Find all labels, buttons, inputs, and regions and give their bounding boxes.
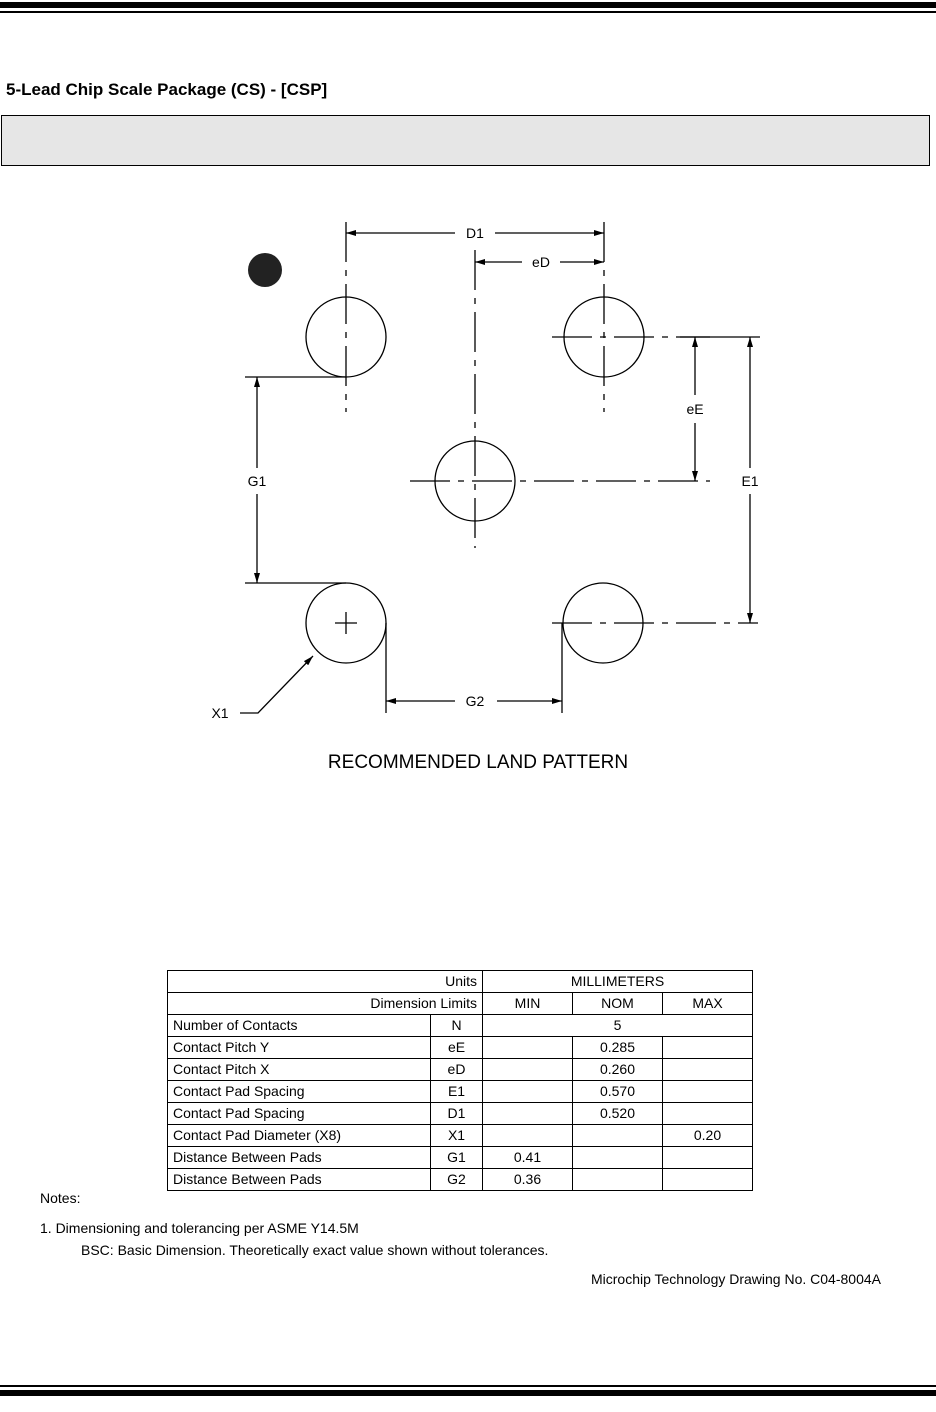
label-eD: eD: [532, 254, 550, 270]
top-rule-thick: [0, 2, 936, 8]
row-nom: [572, 1146, 663, 1169]
dimensions-table: Units MILLIMETERS Dimension Limits MIN N…: [167, 970, 753, 1191]
row-nom: [572, 1124, 663, 1147]
label-G1: G1: [248, 473, 267, 489]
row-nom: 0.260: [572, 1058, 663, 1081]
row-name: Contact Pitch Y: [167, 1036, 431, 1059]
label-D1: D1: [466, 225, 484, 241]
label-E1: E1: [741, 473, 758, 489]
row-sym: D1: [430, 1102, 483, 1125]
page-title: 5-Lead Chip Scale Package (CS) - [CSP]: [6, 80, 328, 99]
table-header-units: Units MILLIMETERS: [167, 970, 753, 993]
row-sym: eD: [430, 1058, 483, 1081]
label-X1: X1: [211, 705, 228, 721]
bottom-rule-thin: [0, 1385, 936, 1387]
row-min: [482, 1080, 573, 1103]
units-label: Units: [167, 970, 483, 993]
limits-label: Dimension Limits: [167, 992, 483, 1015]
table-row: Number of Contacts N 5: [167, 1014, 753, 1037]
label-G2: G2: [466, 693, 485, 709]
note-1: 1. Dimensioning and tolerancing per ASME…: [40, 1220, 359, 1236]
units-value: MILLIMETERS: [482, 970, 753, 993]
col-min: MIN: [482, 992, 573, 1015]
row-name: Distance Between Pads: [167, 1168, 431, 1191]
row-max: 0.20: [662, 1124, 753, 1147]
pin1-marker: [248, 253, 282, 287]
row-nom: 0.520: [572, 1102, 663, 1125]
row-name: Distance Between Pads: [167, 1146, 431, 1169]
centerlines: [345, 222, 758, 624]
row-max: [662, 1058, 753, 1081]
note-box: [1, 115, 930, 166]
row-nom: 0.570: [572, 1080, 663, 1103]
table-header-limits: Dimension Limits MIN NOM MAX: [167, 992, 753, 1015]
notes-heading: Notes:: [40, 1190, 81, 1206]
table-row: Contact Pad Diameter (X8)X1 0.20: [167, 1124, 753, 1147]
row-symbol: N: [430, 1014, 483, 1037]
drawing-caption: RECOMMENDED LAND PATTERN: [327, 752, 629, 773]
row-max: [662, 1036, 753, 1059]
row-name: Contact Pad Diameter (X8): [167, 1124, 431, 1147]
row-name: Contact Pitch X: [167, 1058, 431, 1081]
row-sym: E1: [430, 1080, 483, 1103]
row-max: [662, 1168, 753, 1191]
row-sym: eE: [430, 1036, 483, 1059]
row-min: [482, 1058, 573, 1081]
row-max: [662, 1146, 753, 1169]
label-eE: eE: [686, 401, 703, 417]
row-sym: X1: [430, 1124, 483, 1147]
land-pattern-drawing: D1 eD eE E1 G1 G2 X1: [211, 222, 760, 721]
row-max: [662, 1102, 753, 1125]
col-nom: NOM: [572, 992, 663, 1015]
row-nom: 0.285: [572, 1036, 663, 1059]
row-max: [662, 1080, 753, 1103]
col-max: MAX: [662, 992, 753, 1015]
row-sym: G2: [430, 1168, 483, 1191]
row-name: Contact Pad Spacing: [167, 1080, 431, 1103]
row-min: [482, 1036, 573, 1059]
row-name: Number of Contacts: [167, 1014, 431, 1037]
note-bsc: BSC: Basic Dimension. Theoretically exac…: [81, 1242, 549, 1258]
row-nom: [572, 1168, 663, 1191]
row-min: [482, 1102, 573, 1125]
row-min: 0.36: [482, 1168, 573, 1191]
row-sym: G1: [430, 1146, 483, 1169]
row-min: 0.41: [482, 1146, 573, 1169]
drawing-number: Microchip Technology Drawing No. C04-800…: [590, 1271, 881, 1287]
row-value: 5: [482, 1014, 753, 1037]
bottom-rule-thick: [0, 1390, 936, 1396]
row-min: [482, 1124, 573, 1147]
top-rule-thin: [0, 11, 936, 13]
row-name: Contact Pad Spacing: [167, 1102, 431, 1125]
